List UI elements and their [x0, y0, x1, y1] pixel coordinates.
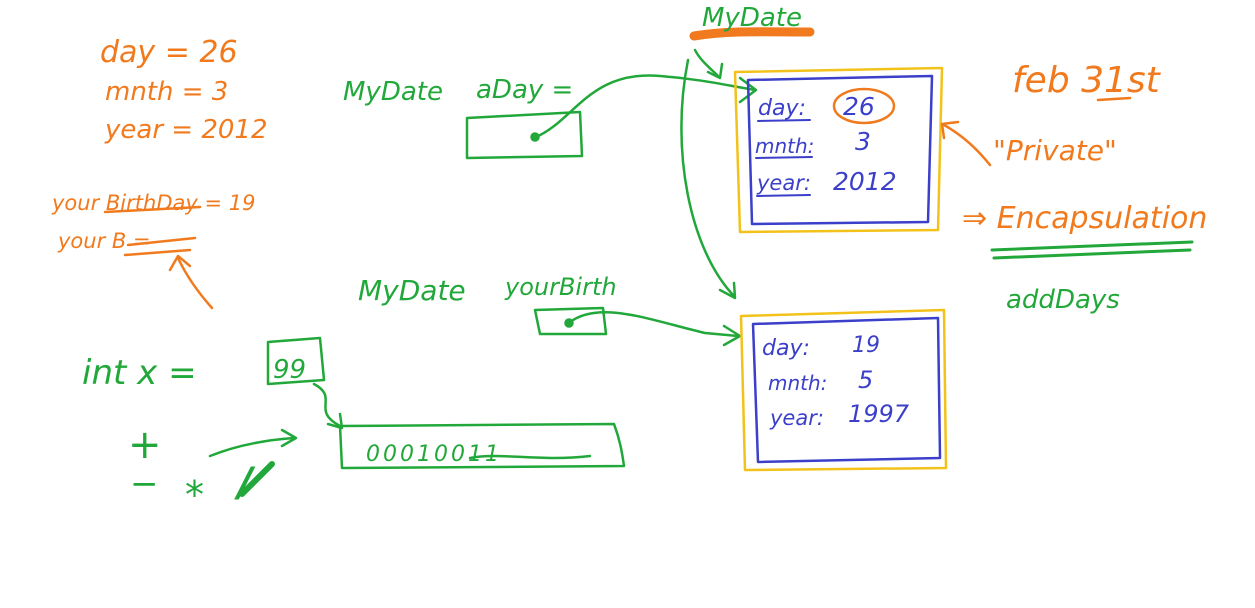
top-left-underlines — [103, 205, 214, 310]
right-note-strokes — [940, 96, 1194, 260]
ops-arrow-head — [280, 428, 298, 448]
feb-underline — [1096, 96, 1132, 102]
object-2-month-value: 5 — [858, 366, 873, 394]
note-encapsulation: ⇒ Encapsulation — [962, 201, 1207, 236]
note-your-birthday-19: your BirthDay = 19 — [51, 191, 255, 215]
op-times: * — [185, 473, 204, 517]
note-feb-31: feb 31st — [1012, 60, 1162, 101]
object-1-month-underline — [755, 156, 813, 159]
object-1-month-label: mnth: — [755, 134, 814, 158]
object-1-day-underline — [757, 119, 811, 122]
binary-value: 00010011 — [366, 442, 502, 467]
int-value-box — [266, 336, 326, 386]
int-pointer-head — [326, 412, 344, 430]
up-arrow-line — [176, 256, 214, 310]
object-1-year-value: 2012 — [833, 167, 897, 196]
object-2-inner-box — [751, 316, 942, 464]
op-plus: + — [128, 422, 162, 468]
op-minus: − — [130, 464, 159, 504]
object-2-day-value: 19 — [852, 333, 880, 358]
object-2-year-label: year: — [769, 406, 824, 430]
binary-memory-box — [338, 422, 626, 470]
note-add-days: addDays — [1006, 285, 1120, 315]
object-1-day-circle — [832, 87, 896, 125]
object-2: day: 19 mnth: 5 year: 1997 — [739, 308, 948, 472]
object-2-outer-box — [739, 308, 948, 472]
object-1-year-underline — [756, 194, 811, 197]
object-1-day-value: 26 — [843, 92, 875, 121]
object-1-year-label: year: — [756, 171, 811, 195]
object-1-inner-box — [746, 74, 934, 226]
object-1-month-value: 3 — [855, 127, 871, 156]
private-arrow — [942, 123, 992, 167]
note-year-2012: year = 2012 — [104, 115, 268, 145]
binary-tail-scribble — [468, 454, 592, 460]
class-arrow-to-obj1-head — [706, 62, 724, 80]
class-label-highlight — [689, 27, 815, 41]
note-private: "Private" — [993, 134, 1117, 167]
class-arrow-to-obj1 — [693, 48, 720, 78]
your-birth-ref-box — [533, 306, 608, 336]
declaration-strokes — [208, 48, 758, 497]
object-1: day: 26 mnth: 3 year: 2012 — [733, 66, 944, 234]
class-arrow-to-obj2-head — [718, 281, 737, 300]
encapsulation-underline-2 — [992, 248, 1192, 260]
note-day-26: day = 26 — [100, 35, 238, 70]
up-arrow-head — [168, 254, 192, 272]
your-b-underline-2 — [123, 248, 192, 257]
object-1-outer-box — [733, 66, 944, 234]
class-arrow-to-obj2 — [680, 58, 736, 298]
class-label-group: MyDate — [689, 3, 815, 41]
your-birth-pointer — [568, 310, 740, 338]
int-value: 99 — [273, 355, 306, 385]
your-birth-name-label: yourBirth — [504, 273, 617, 301]
a-day-ref-box — [465, 110, 584, 160]
birthday-underline — [103, 205, 202, 214]
a-day-name-label: aDay = — [476, 75, 573, 105]
encapsulation-underline-1 — [990, 240, 1194, 252]
int-pointer — [312, 382, 342, 428]
slash-stroke — [239, 461, 275, 497]
your-birth-type-label: MyDate — [358, 274, 466, 307]
your-b-underline-1 — [126, 236, 197, 247]
private-arrow-head — [940, 120, 960, 140]
your-birth-pointer-head — [722, 324, 742, 347]
a-day-pointer-head — [738, 76, 758, 104]
object-2-month-label: mnth: — [768, 371, 827, 395]
object-2-day-label: day: — [762, 336, 810, 361]
top-left-notes: day = 26 mnth = 3 year = 2012 your Birth… — [51, 35, 268, 253]
a-day-pointer — [534, 74, 757, 139]
right-notes: feb 31st "Private" ⇒ Encapsulation addDa… — [962, 60, 1207, 315]
int-x-label: int x = — [82, 353, 197, 393]
note-month-3: mnth = 3 — [105, 77, 228, 107]
object-1-day-label: day: — [758, 96, 806, 121]
ops-arrow — [208, 436, 296, 458]
a-day-type-label: MyDate — [343, 77, 443, 107]
class-label: MyDate — [702, 3, 802, 33]
note-your-b: your B = — [57, 229, 151, 253]
declarations: MyDate aDay = MyDate yourBirth int x = 9… — [82, 75, 617, 517]
object-2-year-value: 1997 — [848, 400, 910, 428]
